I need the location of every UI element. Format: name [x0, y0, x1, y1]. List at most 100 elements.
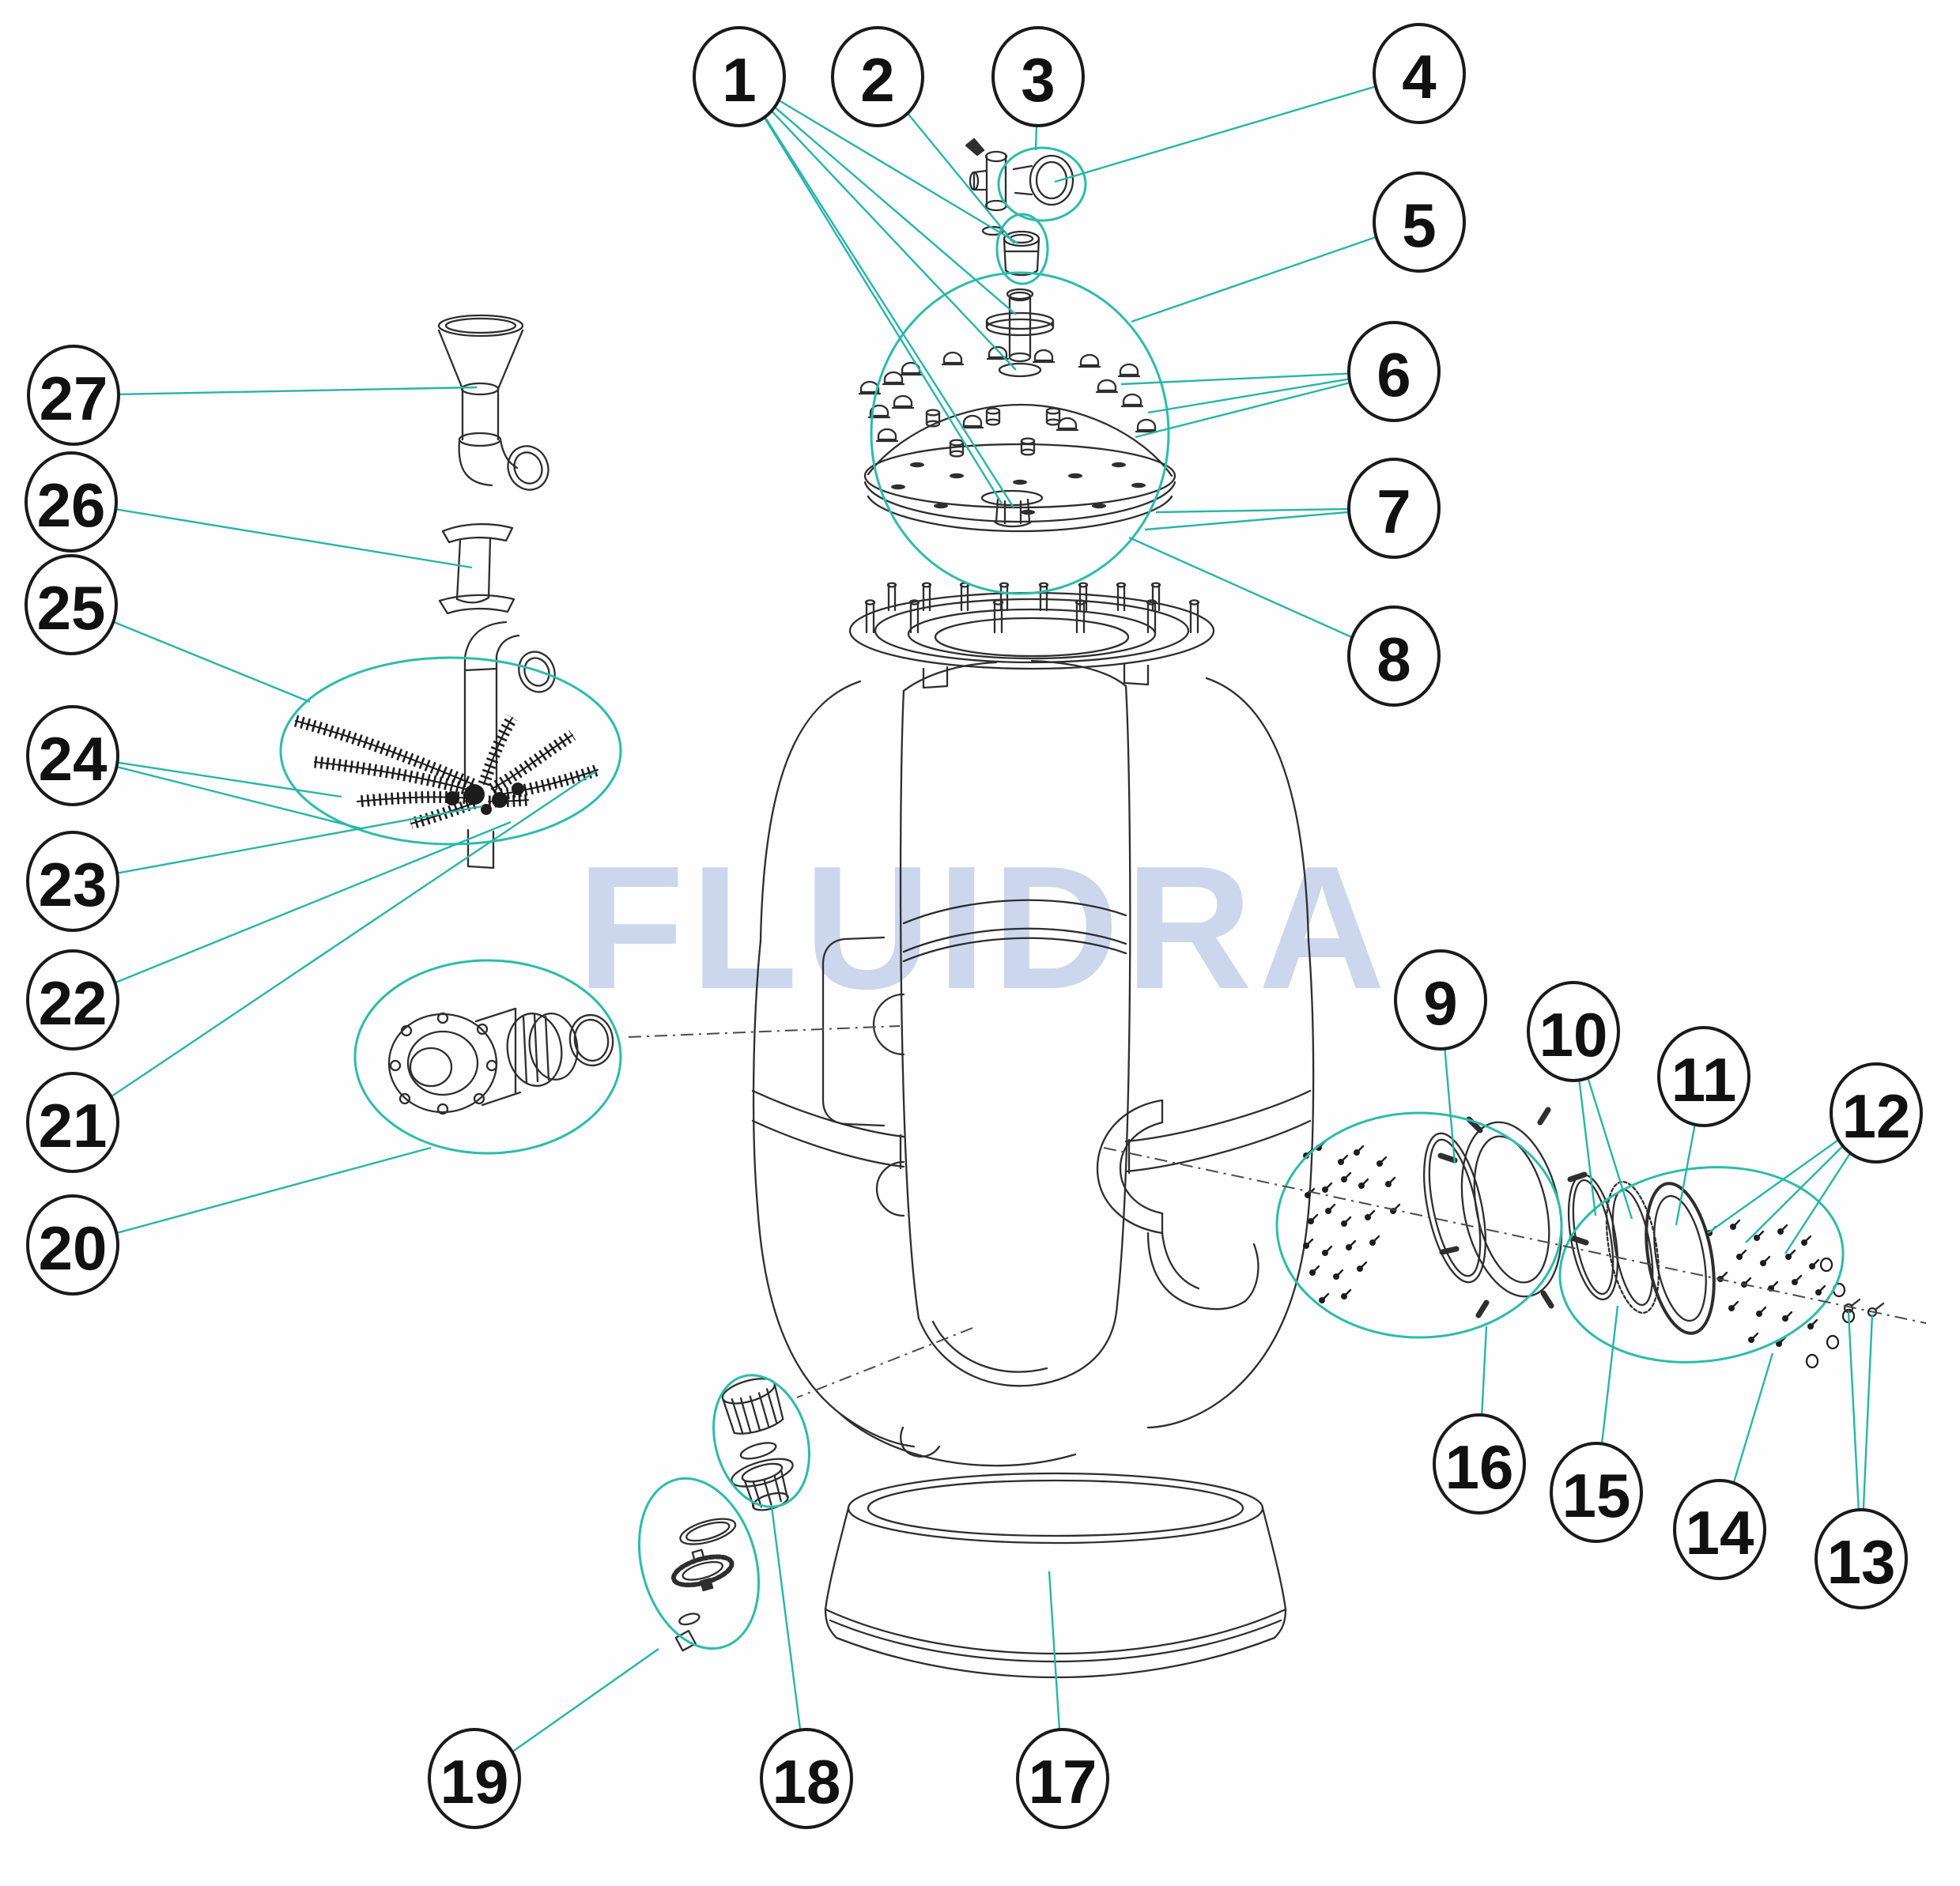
callout-22: 22: [26, 949, 119, 1051]
callout-circle-3: [991, 26, 1085, 127]
bulkhead-union: [387, 1007, 614, 1115]
nozzle-stems: [925, 407, 1061, 458]
screw-set-right: [1706, 1219, 1826, 1347]
tank-base: [824, 1472, 1287, 1679]
callout-circle-13: [1815, 1508, 1908, 1609]
axis-lines: [628, 1025, 1927, 1398]
gauge-valve-assembly: [965, 138, 1074, 300]
callout-number-24: 24: [39, 724, 108, 794]
callout-circle-16: [1433, 1413, 1526, 1514]
callout-number-4: 4: [1402, 42, 1436, 111]
plate-slots: [891, 462, 1146, 515]
leader-line-26: [70, 500, 473, 569]
callout-circle-23: [26, 831, 119, 932]
callout-6: 6: [1347, 321, 1441, 422]
callout-number-14: 14: [1686, 1498, 1754, 1567]
neck-studs: [864, 582, 1200, 634]
callout-10: 10: [1527, 981, 1620, 1082]
leader-line-24: [72, 754, 361, 830]
callout-circle-1: [693, 26, 786, 127]
callout-number-20: 20: [39, 1213, 108, 1283]
callout-number-26: 26: [37, 470, 106, 540]
callout-2: 2: [831, 26, 924, 127]
callout-17: 17: [1016, 1728, 1109, 1829]
group-drain-cap: [712, 1374, 810, 1508]
leader-line-1: [738, 75, 1019, 245]
callout-circle-14: [1673, 1479, 1766, 1580]
group-drain-fitting: [637, 1477, 761, 1650]
callout-13: 13: [1815, 1508, 1908, 1609]
callout-circle-25: [25, 554, 118, 655]
group-gauge: [997, 146, 1087, 222]
callout-number-17: 17: [1029, 1747, 1097, 1816]
callout-number-11: 11: [1671, 1045, 1736, 1115]
square-tube-part: [438, 522, 515, 615]
leader-line-4: [1054, 72, 1420, 183]
callout-number-16: 16: [1445, 1432, 1514, 1502]
group-bulkhead: [353, 959, 622, 1155]
drain-fitting-group: [670, 1518, 737, 1652]
callout-number-5: 5: [1402, 190, 1436, 260]
callout-circle-2: [831, 26, 924, 127]
callout-number-9: 9: [1423, 968, 1457, 1038]
washer-set: [1805, 1257, 1856, 1369]
lateral-arms: [294, 714, 600, 830]
callout-circle-5: [1373, 172, 1466, 273]
leader-line-8: [1128, 536, 1395, 658]
callout-circle-10: [1527, 981, 1620, 1082]
screw-set-left: [1303, 1140, 1401, 1303]
callout-7: 7: [1347, 458, 1441, 559]
fluidra-watermark: FLUIDRA: [577, 830, 1392, 1026]
group-adapter: [995, 213, 1049, 285]
callout-number-1: 1: [722, 45, 756, 115]
leader-line-1: [738, 76, 1017, 371]
callout-number-25: 25: [37, 573, 106, 643]
callout-number-3: 3: [1021, 45, 1055, 115]
callout-15: 15: [1550, 1442, 1643, 1543]
callout-20: 20: [26, 1194, 119, 1296]
callout-9: 9: [1394, 949, 1487, 1051]
callout-24: 24: [26, 705, 119, 806]
callout-23: 23: [26, 831, 119, 932]
callout-circle-7: [1347, 458, 1441, 559]
callout-number-13: 13: [1827, 1527, 1896, 1597]
lateral-collector-assembly: [294, 620, 600, 869]
callout-26: 26: [25, 451, 118, 553]
callout-circle-9: [1394, 949, 1487, 1051]
callout-number-10: 10: [1539, 1000, 1608, 1069]
leader-line-27: [73, 386, 478, 397]
callout-circle-20: [26, 1194, 119, 1296]
group-markers: [279, 146, 1845, 1650]
callout-27: 27: [27, 345, 120, 446]
callout-circle-22: [26, 949, 119, 1051]
leader-line-1: [738, 76, 1003, 504]
group-laterals: [279, 656, 622, 846]
callout-number-19: 19: [440, 1747, 509, 1816]
callout-number-7: 7: [1377, 477, 1411, 546]
gasket-flange-group: [1567, 1173, 1885, 1369]
axis-left-port: [628, 1025, 901, 1038]
leader-line-23: [72, 805, 483, 883]
callout-12: 12: [1830, 1062, 1923, 1164]
callout-circle-27: [27, 345, 120, 446]
callout-circle-12: [1830, 1062, 1923, 1164]
callout-4: 4: [1373, 23, 1466, 124]
axis-right-port: [1103, 1147, 1927, 1324]
axis-drain: [796, 1327, 973, 1398]
leader-line-20: [72, 1146, 432, 1247]
collector-hub: [445, 783, 524, 815]
callout-21: 21: [26, 1072, 119, 1173]
callout-number-21: 21: [39, 1091, 108, 1160]
callout-circle-17: [1016, 1728, 1109, 1829]
callout-number-8: 8: [1377, 624, 1411, 694]
callout-circle-11: [1657, 1026, 1750, 1127]
leader-line-1: [738, 76, 1015, 508]
callout-16: 16: [1433, 1413, 1526, 1514]
callout-number-2: 2: [860, 45, 894, 115]
callout-number-15: 15: [1562, 1461, 1631, 1530]
callout-14: 14: [1673, 1479, 1766, 1580]
callout-8: 8: [1347, 605, 1441, 707]
callout-number-23: 23: [39, 850, 108, 919]
callout-18: 18: [760, 1728, 853, 1829]
